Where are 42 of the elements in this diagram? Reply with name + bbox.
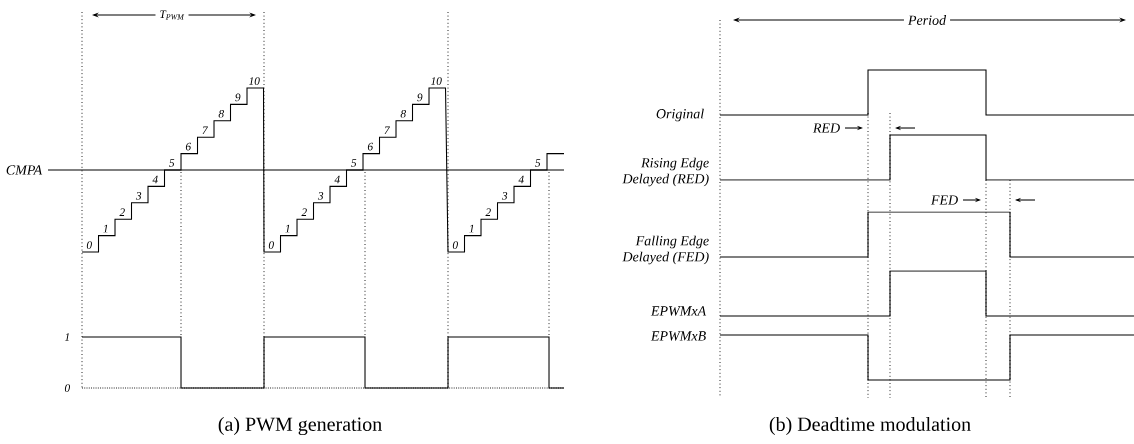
step-number: 7 (202, 126, 208, 134)
step-number: 0 (268, 241, 274, 249)
step-number: 2 (301, 208, 307, 216)
signal-label: Original (656, 108, 704, 122)
step-number: 3 (135, 192, 142, 200)
step-number: 0 (86, 241, 92, 249)
step-number: 8 (218, 110, 224, 118)
step-number: 5 (351, 159, 357, 167)
step-number: 8 (400, 110, 406, 118)
dimension-label: Period (903, 13, 951, 27)
step-number: 1 (469, 224, 474, 233)
step-number: 10 (249, 77, 260, 85)
caption: (b) Deadtime modulation (769, 416, 971, 436)
step-number: 6 (185, 142, 192, 151)
level-label: 1 (64, 333, 69, 341)
step-number: 1 (285, 224, 290, 233)
signal-label: EPWMxA (650, 306, 707, 316)
step-number: 1 (103, 224, 108, 233)
signal-label: Falling Edge Delayed (FED) (622, 235, 709, 265)
step-number: 10 (431, 77, 442, 85)
delay-label: RED (812, 123, 840, 133)
caption: (a) PWM generation (218, 416, 382, 436)
signal-label: EPWMxB (650, 331, 706, 341)
step-number: 4 (518, 175, 524, 184)
level-label: 0 (64, 384, 70, 392)
step-number: 2 (485, 208, 491, 216)
step-number: 7 (384, 126, 390, 134)
step-number: 0 (452, 241, 458, 249)
step-number: 9 (235, 93, 241, 102)
delay-label: FED (930, 195, 958, 205)
step-number: 2 (119, 208, 125, 216)
step-number: 6 (367, 142, 374, 151)
step-number: 4 (152, 175, 158, 184)
step-number: 5 (169, 159, 175, 167)
step-number: 5 (535, 159, 541, 167)
step-number: 9 (417, 93, 423, 102)
step-number: 3 (501, 192, 508, 200)
threshold-label: CMPA (6, 165, 43, 175)
step-number: 4 (334, 175, 340, 184)
step-number: 3 (317, 192, 324, 200)
signal-label: Rising Edge Delayed (RED) (622, 157, 709, 187)
dimension-label: T$_{PWM}$ (155, 9, 189, 21)
